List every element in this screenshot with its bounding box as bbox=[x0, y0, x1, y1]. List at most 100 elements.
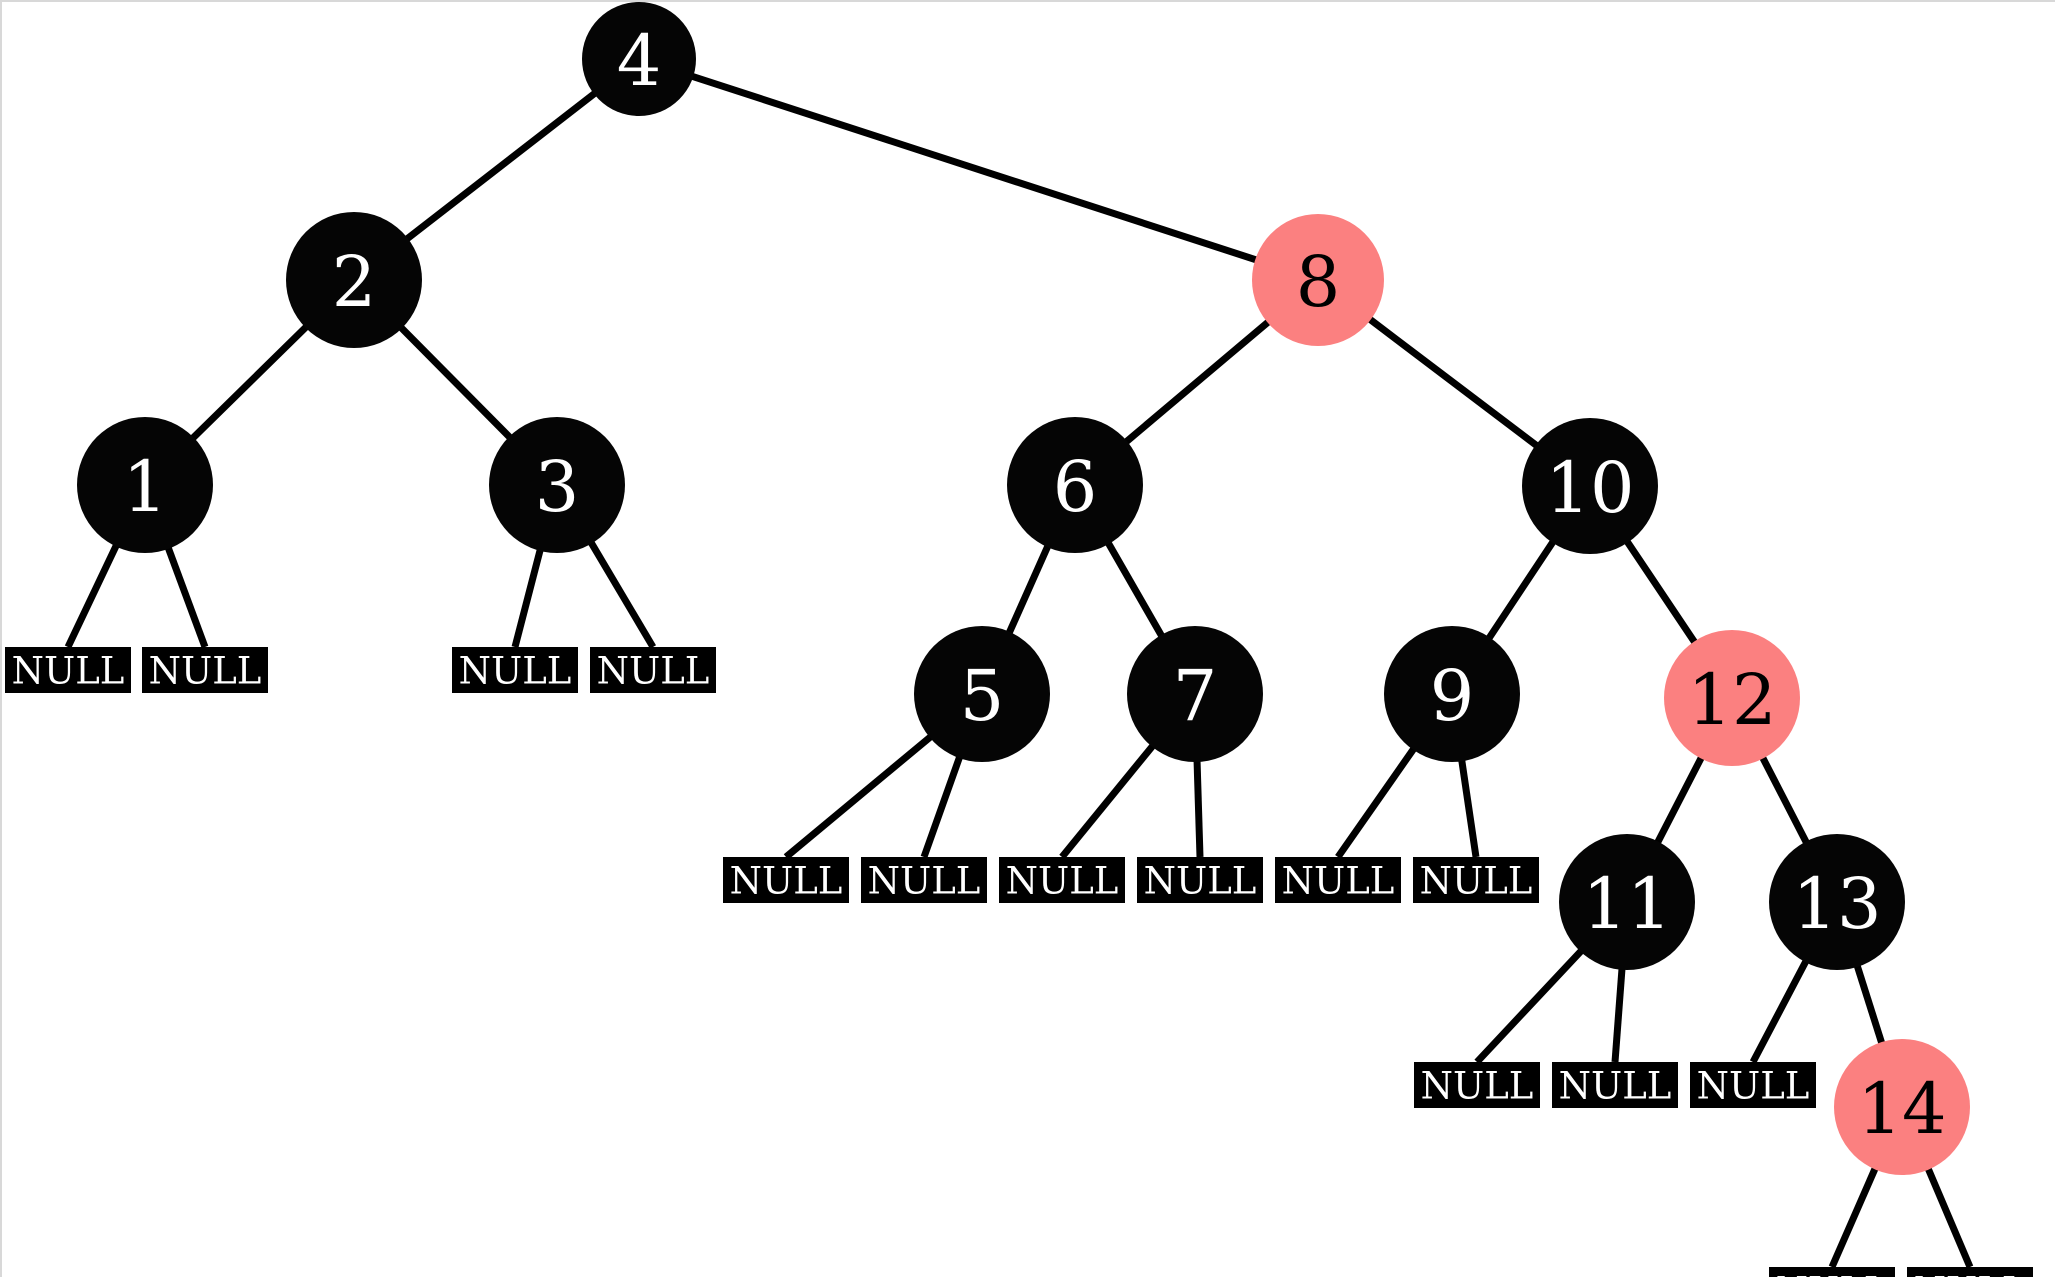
tree-edge bbox=[1102, 537, 1168, 642]
node-label: 8 bbox=[1296, 241, 1341, 323]
null-leaf: NULL bbox=[5, 647, 131, 693]
tree-edge bbox=[1852, 960, 1887, 1049]
null-leaf: NULL bbox=[1552, 1062, 1678, 1108]
node-circle-black[interactable] bbox=[1127, 626, 1263, 762]
tree-node-9[interactable]: 9 bbox=[1384, 626, 1520, 762]
tree-edge-null bbox=[1474, 944, 1588, 1065]
tree-node-6[interactable]: 6 bbox=[1007, 417, 1143, 553]
null-leaf: NULL bbox=[1907, 1267, 2033, 1277]
node-circle-black[interactable] bbox=[582, 2, 696, 116]
null-leaf-box bbox=[723, 857, 849, 903]
node-label: 9 bbox=[1430, 655, 1475, 737]
tree-edge-null bbox=[64, 539, 122, 649]
null-leaf-box bbox=[1769, 1267, 1895, 1277]
null-leaf-box bbox=[1414, 1062, 1540, 1108]
null-leaf-box bbox=[1137, 857, 1263, 903]
node-label: 4 bbox=[617, 20, 662, 102]
tree-node-14[interactable]: 14 bbox=[1834, 1039, 1970, 1175]
node-label: 14 bbox=[1857, 1068, 1946, 1150]
null-leaves-layer: NULL NULL NULL NULL NULL NULL NULL NULL NULL NULL… bbox=[5, 647, 2033, 1277]
tree-edge-null bbox=[1335, 742, 1420, 860]
tree-edge-null bbox=[1923, 1162, 1974, 1269]
null-leaf-box bbox=[1413, 857, 1539, 903]
node-circle-black[interactable] bbox=[1559, 834, 1695, 970]
tree-edge bbox=[1757, 751, 1812, 849]
tree-edge bbox=[1621, 535, 1701, 649]
null-leaf: NULL bbox=[142, 647, 268, 693]
node-label: 5 bbox=[960, 655, 1005, 737]
tree-edge-null bbox=[1193, 755, 1204, 858]
tree-node-12[interactable]: 12 bbox=[1664, 630, 1800, 766]
null-leaf-box bbox=[452, 647, 578, 693]
null-leaf: NULL bbox=[723, 857, 849, 903]
null-leaf-box bbox=[1907, 1267, 2033, 1277]
node-circle-black[interactable] bbox=[1522, 418, 1658, 554]
null-leaf: NULL bbox=[1275, 857, 1401, 903]
null-leaf-label: NULL bbox=[868, 860, 981, 903]
tree-edge-null bbox=[1749, 955, 1812, 1064]
tree-edge bbox=[395, 321, 516, 444]
tree-edge-null bbox=[783, 730, 937, 860]
tree-node-4[interactable]: 4 bbox=[582, 2, 696, 116]
null-leaf: NULL bbox=[999, 857, 1125, 903]
tree-node-2[interactable]: 2 bbox=[286, 212, 422, 348]
tree-node-7[interactable]: 7 bbox=[1127, 626, 1263, 762]
null-leaf-label: NULL bbox=[12, 650, 125, 693]
null-leaf-label: NULL bbox=[1697, 1065, 1810, 1108]
tree-edge-null bbox=[1059, 739, 1159, 860]
node-circle-red[interactable] bbox=[1664, 630, 1800, 766]
null-leaf-label: NULL bbox=[459, 650, 572, 693]
node-circle-black[interactable] bbox=[489, 417, 625, 553]
null-leaf: NULL bbox=[1769, 1267, 1895, 1277]
null-leaf-label: NULL bbox=[149, 650, 262, 693]
node-label: 11 bbox=[1582, 863, 1671, 945]
node-circle-black[interactable] bbox=[77, 417, 213, 553]
tree-node-13[interactable]: 13 bbox=[1769, 834, 1905, 970]
null-leaf: NULL bbox=[861, 857, 987, 903]
tree-edge-null bbox=[920, 751, 965, 859]
tree-node-11[interactable]: 11 bbox=[1559, 834, 1695, 970]
null-leaf-label: NULL bbox=[1421, 1065, 1534, 1108]
node-circle-red[interactable] bbox=[1252, 214, 1384, 346]
tree-node-5[interactable]: 5 bbox=[914, 626, 1050, 762]
node-label: 12 bbox=[1687, 659, 1776, 741]
null-leaf-box bbox=[1552, 1062, 1678, 1108]
node-label: 3 bbox=[535, 446, 580, 528]
node-circle-black[interactable] bbox=[1384, 626, 1520, 762]
null-leaf: NULL bbox=[1414, 1062, 1540, 1108]
tree-edge bbox=[1004, 540, 1053, 639]
tree-node-1[interactable]: 1 bbox=[77, 417, 213, 553]
node-circle-black[interactable] bbox=[1007, 417, 1143, 553]
tree-edge bbox=[1652, 751, 1707, 849]
null-leaf-label: NULL bbox=[1144, 860, 1257, 903]
null-leaf: NULL bbox=[1413, 857, 1539, 903]
null-leaf-box bbox=[5, 647, 131, 693]
node-label: 2 bbox=[332, 241, 377, 323]
null-leaf-label: NULL bbox=[1776, 1270, 1889, 1277]
tree-node-8[interactable]: 8 bbox=[1252, 214, 1384, 346]
null-leaf-box bbox=[142, 647, 268, 693]
tree-edge-null bbox=[1611, 963, 1626, 1063]
node-circle-black[interactable] bbox=[286, 212, 422, 348]
tree-edge-null bbox=[1828, 1162, 1881, 1269]
tree-edge-null bbox=[511, 544, 545, 648]
tree-node-10[interactable]: 10 bbox=[1522, 418, 1658, 554]
null-leaf: NULL bbox=[1137, 857, 1263, 903]
tree-edge-null bbox=[163, 541, 209, 649]
null-leaf-label: NULL bbox=[1914, 1270, 2027, 1277]
null-leaf-box bbox=[1275, 857, 1401, 903]
tree-edge bbox=[186, 320, 313, 445]
tree-edge-null bbox=[585, 536, 657, 649]
tree-node-3[interactable]: 3 bbox=[489, 417, 625, 553]
null-leaf: NULL bbox=[1690, 1062, 1816, 1108]
node-circle-red[interactable] bbox=[1834, 1039, 1970, 1175]
tree-edge bbox=[400, 87, 601, 245]
null-leaf-label: NULL bbox=[1559, 1065, 1672, 1108]
null-leaf-box bbox=[590, 647, 716, 693]
null-leaf-box bbox=[1690, 1062, 1816, 1108]
node-circle-black[interactable] bbox=[1769, 834, 1905, 970]
node-circle-black[interactable] bbox=[914, 626, 1050, 762]
null-leaf-label: NULL bbox=[597, 650, 710, 693]
